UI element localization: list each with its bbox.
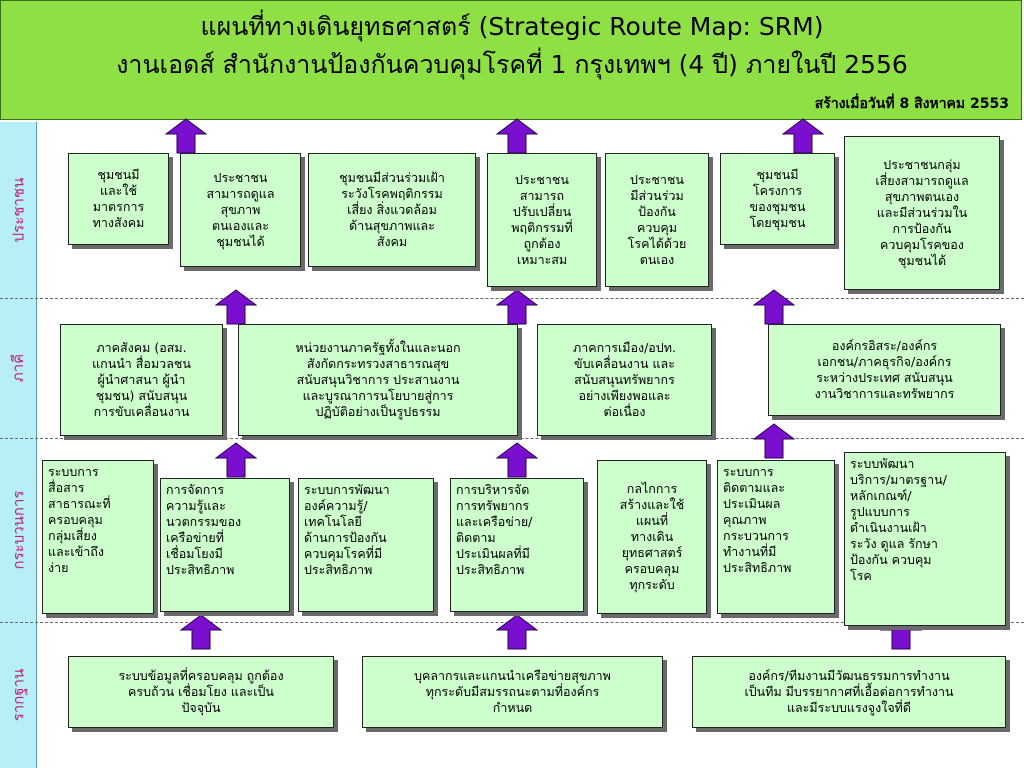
up-arrow-icon [496,289,538,325]
citizen-box: ประชาชน สามารถดูแล สุขภาพ ตนเองและ ชุมชน… [180,153,301,267]
citizen-box: ประชาชน สามารถ ปรับเปลี่ยน พฤติกรรมที่ ถ… [487,153,597,287]
up-arrow-icon [215,442,257,478]
lane-label-partners: ภาคี [8,353,27,383]
up-arrow-icon [496,442,538,478]
up-arrow-icon [753,289,795,325]
lane-label-foundation: รากฐาน [9,668,28,722]
lane-divider [0,438,1024,439]
process-box: ระบบการ ติดตามและ ประเมินผล คุณภาพ กระบว… [717,460,835,614]
foundation-box: องค์กร/ทีมงานมีวัฒนธรรมการทำงาน เป็นทีม … [692,656,1006,728]
process-box: ระบบการ สื่อสาร สาธารณะที่ ครอบคลุม กลุ่… [42,460,154,614]
process-box: การจัดการ ความรู้และ นวตกรรมของ เครือข่า… [160,478,290,612]
foundation-box: บุคลากรและแกนนำเครือข่ายสุขภาพ ทุกระดับม… [362,656,663,728]
lane-label-citizen: ประชาชน [9,177,27,243]
up-arrow-icon [753,423,795,459]
up-arrow-icon [782,118,824,154]
citizen-box: ชุมชนมี และใช้ มาตรการ ทางสังคม [68,153,169,245]
up-arrow-icon [180,614,222,650]
created-date: สร้างเมื่อวันที่ 8 สิงหาคม 2553 [814,96,1009,112]
partner-box: ภาคสังคม (อสม. แกนนำ สื่อมวลชน ผู้นำศาสน… [60,324,223,436]
partner-box: องค์กรอิสระ/องค์กร เอกชน/ภาคธุรกิจ/องค์ก… [768,324,1001,416]
process-box: ระบบการพัฒนา องค์ความรู้/ เทคโนโลยี ด้าน… [298,478,434,612]
up-arrow-icon [496,118,538,154]
citizen-box: ชุมชนมีส่วนร่วมเฝ้า ระวังโรคพฤติกรรม เสี… [308,153,476,267]
process-box: กลไกการ สร้างและใช้ แผนที่ ทางเดิน ยุทธศ… [597,460,707,614]
partner-box: ภาคการเมือง/อปท. ขับเคลื่อนงาน และ สนับส… [537,324,712,436]
title-line-1: แผนที่ทางเดินยุทธศาสตร์ (Strategic Route… [200,12,824,41]
up-arrow-icon [496,614,538,650]
process-box: ระบบพัฒนา บริการ/มาตรฐาน/ หลักเกณฑ์/ รูป… [844,452,1006,626]
citizen-box: ชุมชนมี โครงการ ของชุมชน โดยชุมชน [720,153,835,245]
lane-sidebar [0,122,37,768]
foundation-box: ระบบข้อมูลที่ครอบคลุม ถูกต้อง ครบถ้วน เช… [68,656,334,728]
citizen-box: ประชาชนกลุ่ม เสี่ยงสามารถดูแล สุขภาพตนเอ… [844,136,1000,290]
process-box: การบริหารจัด การทรัพยากร และเครือข่าย/ ต… [450,478,584,612]
title-line-2: งานเอดส์ สำนักงานป้องกันควบคุมโรคที่ 1 ก… [116,50,908,79]
up-arrow-icon [165,118,207,154]
citizen-box: ประชาชน มีส่วนร่วม ป้องกัน ควบคุม โรคได้… [605,153,709,287]
up-arrow-icon [215,289,257,325]
lane-label-process: กระบวนการ [9,490,27,570]
partner-box: หน่วยงานภาครัฐทั้งในและนอก สังกัดกระทรวง… [238,324,518,436]
header-banner: แผนที่ทางเดินยุทธศาสตร์ (Strategic Route… [0,0,1022,120]
